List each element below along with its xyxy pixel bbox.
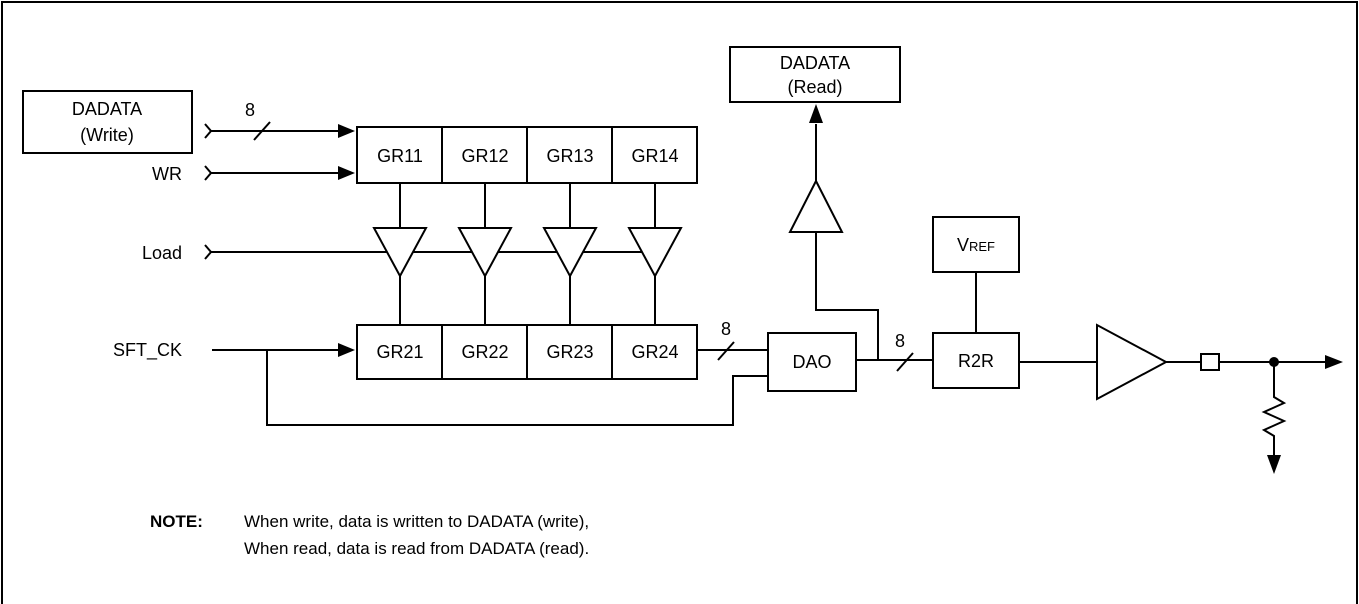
gr23-label: GR23 — [546, 342, 593, 362]
dadata-write-block: DADATA (Write) — [22, 90, 193, 154]
vref-main: V — [957, 235, 969, 255]
write-bus-width: 8 — [245, 100, 255, 120]
r2r-block: R2R — [932, 332, 1020, 389]
sft-ck-signal: SFT_CK — [113, 340, 768, 426]
note-line2: When read, data is read from DADATA (rea… — [244, 539, 589, 558]
gr12-label: GR12 — [461, 146, 508, 166]
gr11-label: GR11 — [377, 146, 423, 166]
dadata-read-line1: DADATA — [780, 53, 850, 73]
vref-block: VREF — [932, 216, 1020, 333]
gr2-register-bank: GR21 GR22 GR23 GR24 — [356, 324, 698, 380]
vref-label: VREF — [957, 235, 995, 255]
gr24-dao-bus: 8 — [697, 319, 768, 361]
dadata-write-line2: (Write) — [80, 125, 134, 145]
gr21-label: GR21 — [376, 342, 423, 362]
r2r-label: R2R — [958, 351, 994, 371]
output-stage — [1019, 323, 1343, 474]
vref-sub: REF — [969, 239, 995, 254]
output-pin-icon — [1200, 353, 1220, 371]
note-title: NOTE: — [150, 512, 203, 531]
note: NOTE: When write, data is written to DAD… — [150, 512, 589, 558]
ground-arrow-icon — [1267, 455, 1281, 474]
gr24-dao-bus-width: 8 — [721, 319, 731, 339]
output-amplifier-icon — [1096, 323, 1169, 401]
dadata-write-line1: DADATA — [72, 99, 142, 119]
dadata-read-line2: (Read) — [787, 77, 842, 97]
gr13-label: GR13 — [546, 146, 593, 166]
load-label: Load — [142, 243, 182, 263]
dao-r2r-bus: 8 — [788, 104, 933, 372]
gr24-label: GR24 — [631, 342, 678, 362]
read-buffer-icon — [788, 178, 844, 233]
gr14-label: GR14 — [631, 146, 678, 166]
wr-label: WR — [152, 164, 182, 184]
dao-block: DAO — [767, 332, 857, 392]
note-line1: When write, data is written to DADATA (w… — [244, 512, 589, 531]
gr22-label: GR22 — [461, 342, 508, 362]
sft-ck-label: SFT_CK — [113, 340, 182, 361]
write-bus: 8 — [204, 100, 355, 141]
wr-signal: WR — [152, 164, 355, 184]
gr1-register-bank: GR11 GR12 GR13 GR14 — [356, 126, 698, 184]
dadata-read-block: DADATA (Read) — [729, 46, 901, 103]
load-signal: Load — [142, 243, 642, 263]
load-resistor-icon — [1261, 362, 1287, 455]
dao-r2r-bus-width: 8 — [895, 331, 905, 351]
dao-label: DAO — [792, 352, 831, 372]
